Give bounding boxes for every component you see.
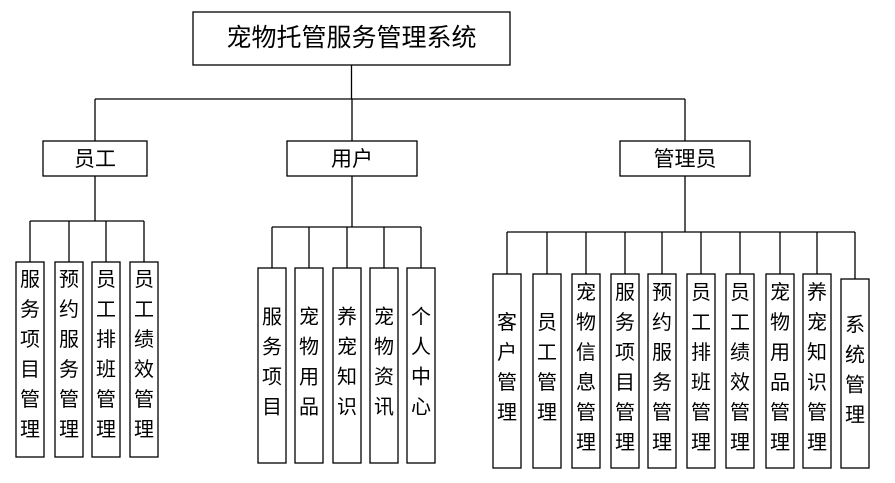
module-label: 宠物用品 (299, 305, 319, 419)
module-box (802, 273, 832, 469)
module-node: 宠物信息管理 (571, 273, 601, 469)
module-node: 系统管理 (840, 278, 870, 469)
module-label: 员工绩效管理 (730, 280, 750, 454)
module-label: 客户管理 (497, 310, 517, 424)
module-box (532, 273, 562, 469)
role-label-user: 用户 (331, 147, 373, 171)
module-box (492, 273, 522, 469)
module-node: 预约服务管理 (647, 273, 677, 469)
module-node: 养宠知识 (332, 267, 362, 464)
module-box (686, 273, 716, 469)
role-label-admin: 管理员 (654, 147, 717, 171)
module-node: 养宠知识管理 (802, 273, 832, 469)
module-node: 员工管理 (532, 273, 562, 469)
root-node: 宠物托管服务管理系统 (192, 11, 511, 66)
connector-lines (29, 65, 856, 279)
module-label: 服务项目管理 (615, 280, 635, 454)
module-label: 宠物用品管理 (770, 280, 790, 454)
module-label: 养宠知识 (337, 305, 357, 419)
module-box (406, 267, 436, 464)
module-box (257, 267, 287, 464)
role-node-admin: 管理员 (619, 140, 751, 177)
role-node-user: 用户 (286, 140, 418, 177)
module-node: 个人中心 (406, 267, 436, 464)
module-node: 员工绩效管理 (725, 273, 755, 469)
module-node: 宠物用品管理 (765, 273, 795, 469)
module-node: 服务项目 (257, 267, 287, 464)
module-box (332, 267, 362, 464)
role-node-employee: 员工 (42, 140, 148, 177)
module-label: 员工排班管理 (96, 267, 116, 441)
module-label: 员工管理 (537, 310, 557, 424)
module-label: 员工绩效管理 (134, 267, 154, 441)
module-box (294, 267, 324, 464)
module-box (647, 273, 677, 469)
module-label: 预约服务管理 (652, 280, 672, 454)
module-label: 养宠知识管理 (807, 280, 827, 454)
module-label: 服务项目 (262, 305, 282, 419)
module-label: 宠物资讯 (374, 305, 394, 419)
module-node: 服务项目管理 (610, 273, 640, 469)
module-node: 宠物用品 (294, 267, 324, 464)
module-label: 员工排班管理 (691, 280, 711, 454)
module-box (129, 261, 159, 458)
module-node: 客户管理 (492, 273, 522, 469)
module-label: 服务项目管理 (20, 267, 40, 441)
module-nodes: 服务项目管理预约服务管理员工排班管理员工绩效管理服务项目宠物用品养宠知识宠物资讯… (15, 261, 870, 469)
module-node: 员工绩效管理 (129, 261, 159, 458)
module-box (91, 261, 121, 458)
role-label-employee: 员工 (74, 147, 116, 171)
module-box (369, 267, 399, 464)
module-box (15, 261, 45, 458)
root-title: 宠物托管服务管理系统 (226, 23, 476, 52)
module-label: 宠物信息管理 (576, 280, 596, 454)
module-node: 员工排班管理 (91, 261, 121, 458)
module-box (571, 273, 601, 469)
module-box (610, 273, 640, 469)
module-label: 预约服务管理 (59, 267, 79, 441)
module-box (840, 278, 870, 469)
module-label: 系统管理 (845, 313, 865, 427)
module-node: 服务项目管理 (15, 261, 45, 458)
module-box (54, 261, 84, 458)
module-box (725, 273, 755, 469)
module-node: 员工排班管理 (686, 273, 716, 469)
module-node: 宠物资讯 (369, 267, 399, 464)
module-label: 个人中心 (411, 305, 431, 419)
module-node: 预约服务管理 (54, 261, 84, 458)
module-box (765, 273, 795, 469)
